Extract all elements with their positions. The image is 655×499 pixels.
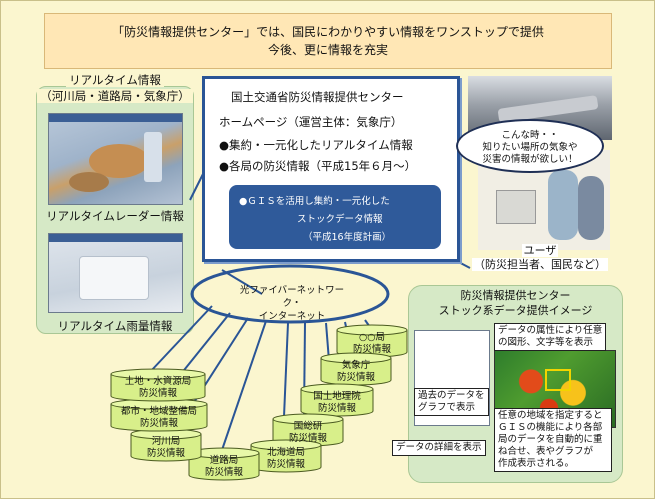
stock-panel-title-line-2: ストック系データ提供イメージ (408, 303, 623, 318)
callout-detail: データの詳細を表示 (392, 440, 486, 456)
db-subtitle: 防災情報 (272, 433, 344, 445)
db-subtitle: 防災情報 (110, 388, 206, 400)
callout-attribute-line-1: データの属性により任意 (498, 325, 602, 337)
realtime-title-line-2: （河川局・道路局・気象庁） (37, 89, 193, 103)
center-homepage: ホームページ（運営主体：気象庁） (219, 114, 402, 130)
user-label: ユーザ （防災担当者、国民など） (460, 244, 620, 272)
stock-data-box: ●ＧＩＳを活用し集約・一元化した ストックデータ情報 （平成16年度計画） (229, 185, 441, 249)
db-subtitle: 防災情報 (110, 418, 208, 430)
db-name: ○○局 (336, 332, 408, 344)
database-cylinder: 土地・水資源局防災情報 (110, 368, 206, 402)
bubble-line-2: 知りたい場所の気象や (458, 142, 602, 154)
database-cylinder: ○○局防災情報 (336, 324, 408, 358)
db-name: 河川局 (130, 436, 202, 448)
database-cylinder: 都市・地域整備局防災情報 (110, 398, 208, 432)
db-subtitle: 防災情報 (300, 403, 374, 415)
stock-line-2: ストックデータ情報 (297, 211, 383, 225)
database-cylinder: 河川局防災情報 (130, 428, 202, 462)
callout-gis-line-5: 作成表示される。 (498, 458, 608, 470)
db-name: 気象庁 (320, 360, 392, 372)
database-cylinder: 国総研防災情報 (272, 413, 344, 447)
stock-panel-title-line-1: 防災情報提供センター (408, 288, 623, 303)
center-bullet-bureaus: ●各局の防災情報（平成15年６月〜） (219, 158, 416, 174)
stock-line-3: （平成16年度計画） (303, 229, 391, 243)
database-cylinder: 国土地理院防災情報 (300, 383, 374, 417)
bubble-line-3: 災害の情報が欲しい！ (458, 154, 602, 166)
db-subtitle: 防災情報 (320, 372, 392, 384)
bubble-line-1: こんな時・・ (458, 130, 602, 142)
callout-gis: 任意の地域を指定すると ＧＩＳの機能により各部 局のデータを自動的に重 ね合せ、… (494, 408, 612, 472)
db-name: 国土地理院 (300, 391, 374, 403)
db-name: 土地・水資源局 (110, 376, 206, 388)
callout-attribute-line-2: の図形、文字等を表示 (498, 337, 602, 349)
db-subtitle: 防災情報 (188, 467, 260, 479)
disaster-info-center-box: 国土交通省防災情報提供センター ホームページ（運営主体：気象庁） ●集約・一元化… (202, 76, 460, 262)
map-selection-box (545, 369, 571, 391)
callout-gis-line-4: ね合せ、表やグラフが (498, 446, 608, 458)
network-label: 光ファイバーネットワーク・ インターネット (232, 284, 352, 323)
callout-graph-line-2: グラフで表示 (418, 402, 485, 414)
database-cylinder: 気象庁防災情報 (320, 352, 392, 386)
realtime-title-line-1: リアルタイム情報 (66, 73, 164, 87)
db-subtitle: 防災情報 (336, 344, 408, 356)
center-title: 国土交通省防災情報提供センター (231, 89, 404, 105)
callout-gis-line-3: 局のデータを自動的に重 (498, 434, 608, 446)
stock-line-1: ●ＧＩＳを活用し集約・一元化した (239, 193, 390, 207)
user-speech-bubble: こんな時・・ 知りたい場所の気象や 災害の情報が欲しい！ (456, 119, 604, 173)
realtime-info-title: リアルタイム情報 （河川局・道路局・気象庁） (36, 72, 194, 104)
callout-gis-line-2: ＧＩＳの機能により各部 (498, 422, 608, 434)
callout-graph-line-1: 過去のデータを (418, 390, 485, 402)
center-bullet-realtime: ●集約・一元化したリアルタイム情報 (219, 137, 413, 153)
db-name: 都市・地域整備局 (110, 406, 208, 418)
db-subtitle: 防災情報 (250, 459, 322, 471)
callout-gis-line-1: 任意の地域を指定すると (498, 410, 608, 422)
db-name: 北海道局 (250, 447, 322, 459)
network-label-line-2: インターネット (232, 310, 352, 323)
callout-graph: 過去のデータを グラフで表示 (414, 388, 489, 416)
network-label-line-1: 光ファイバーネットワーク・ (232, 284, 352, 310)
user-label-line-2: （防災担当者、国民など） (472, 258, 608, 271)
stock-panel-title: 防災情報提供センター ストック系データ提供イメージ (408, 288, 623, 318)
callout-attribute: データの属性により任意 の図形、文字等を表示 (494, 323, 606, 351)
db-subtitle: 防災情報 (130, 448, 202, 460)
user-label-line-1: ユーザ (522, 244, 559, 257)
db-name: 国総研 (272, 421, 344, 433)
